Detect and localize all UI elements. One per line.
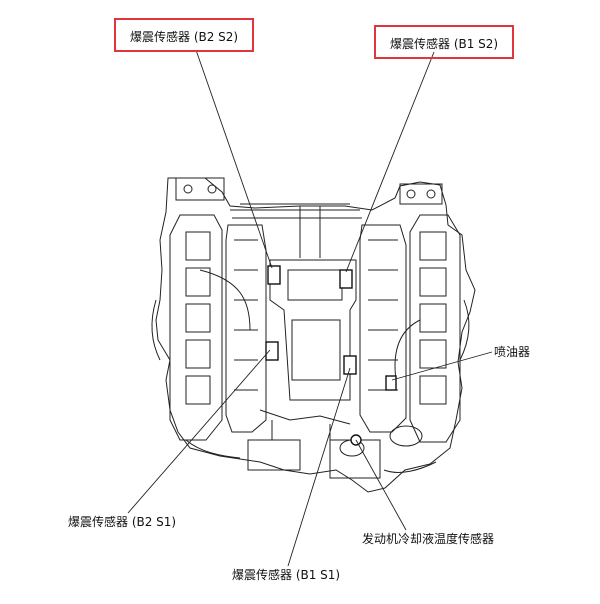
engine-outline xyxy=(155,177,476,493)
label-injector: 喷油器 xyxy=(494,345,531,359)
sensor-b2s2 xyxy=(267,265,281,285)
sensor-b1s1 xyxy=(343,355,357,375)
label-knock-b2s1: 爆震传感器 (B2 S1) xyxy=(68,515,177,529)
leader-b1s2 xyxy=(345,51,435,273)
leader-b2s1 xyxy=(127,349,271,514)
leader-coolant xyxy=(355,439,407,531)
sensor-b1s2 xyxy=(339,269,353,289)
label-coolant-temp: 发动机冷却液温度传感器 xyxy=(362,532,495,546)
sensor-b2s1 xyxy=(265,341,279,361)
leader-b1s1 xyxy=(287,367,351,567)
label-knock-b1s1: 爆震传感器 (B1 S1) xyxy=(232,568,341,582)
central-valley xyxy=(269,259,357,401)
left-runners xyxy=(225,224,267,433)
left-flange xyxy=(175,177,225,201)
leader-injector xyxy=(391,351,493,381)
leader-b2s2 xyxy=(195,49,273,269)
right-flange xyxy=(399,183,443,205)
injector-part xyxy=(385,375,397,391)
left-bank xyxy=(169,214,223,441)
label-knock-b2s2: 爆震传感器 (B2 S2) xyxy=(114,18,255,52)
right-runners xyxy=(359,224,407,433)
right-bank xyxy=(409,214,461,443)
label-knock-b1s2: 爆震传感器 (B1 S2) xyxy=(374,25,515,59)
